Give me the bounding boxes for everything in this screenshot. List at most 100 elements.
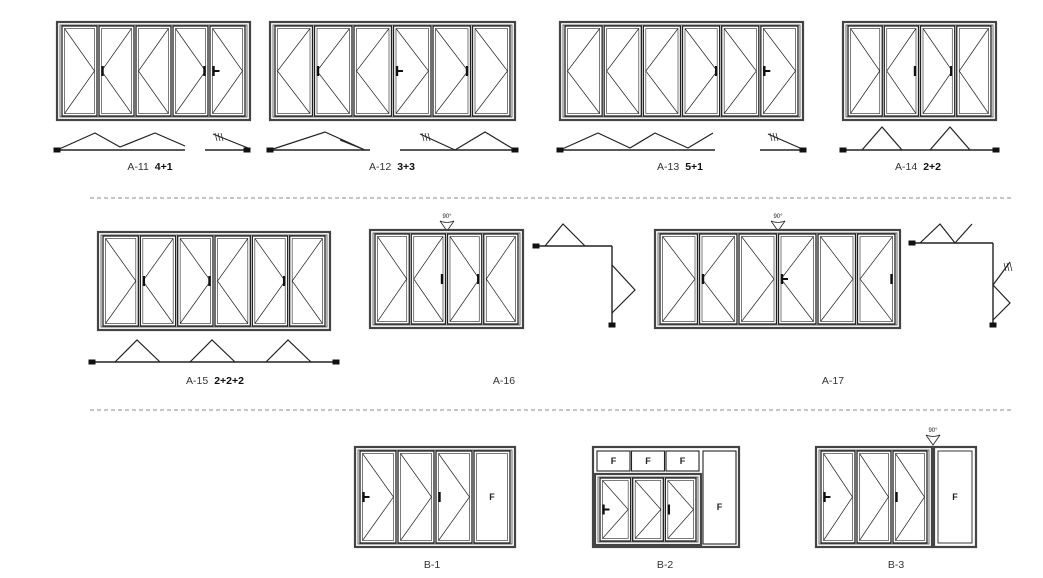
handle-icon — [714, 66, 718, 76]
door-panel — [177, 235, 214, 327]
door-panel — [435, 450, 473, 544]
panel-sash — [251, 235, 289, 327]
opening-indicator — [895, 453, 925, 541]
outer-frame — [268, 20, 517, 122]
panel-sash — [892, 450, 928, 544]
door-panel — [659, 233, 699, 325]
pivot-block — [908, 240, 916, 246]
panel-sash — [172, 25, 209, 117]
config-caption: A-16 — [493, 375, 515, 387]
config-caption: A-12 3+3 — [369, 161, 415, 173]
door-panel — [603, 25, 642, 117]
panel-sash — [289, 235, 326, 327]
handle-icon — [890, 274, 893, 284]
panel-sash — [642, 25, 682, 117]
panel-sash — [956, 25, 992, 117]
panel-glass — [476, 453, 508, 541]
opening-indicator — [105, 238, 137, 324]
outer-frame — [353, 445, 517, 549]
door-panel — [642, 25, 682, 117]
transom-panel — [596, 450, 631, 472]
door-panel — [102, 235, 139, 327]
opening-indicator — [438, 453, 470, 541]
config-combination: 3+3 — [397, 161, 415, 173]
door-panel — [760, 25, 799, 117]
config-combination: 4+1 — [155, 161, 173, 173]
inner-frame — [562, 24, 801, 118]
opening-indicator — [763, 28, 796, 114]
panel-sash — [392, 25, 432, 117]
panel-sash — [847, 25, 883, 117]
hinge-hatch — [214, 132, 218, 142]
outer-frame — [96, 230, 332, 332]
door-panel — [98, 25, 135, 117]
track-line — [189, 339, 236, 363]
pivot-block — [556, 147, 564, 153]
panel-sash — [698, 233, 738, 325]
handle-lever-icon — [603, 508, 610, 511]
panel-sash — [374, 233, 410, 325]
opening-indicator — [413, 236, 444, 322]
track-line — [114, 339, 161, 363]
outer-frame — [841, 20, 998, 122]
panel-sash — [599, 477, 632, 542]
door-panel — [410, 233, 447, 325]
inner-frame — [357, 449, 513, 545]
handle-lever-icon — [363, 496, 370, 498]
door-panel — [817, 233, 857, 325]
config-code: A-12 — [369, 161, 391, 173]
angle-label: 90° — [442, 214, 452, 220]
door-panel — [599, 477, 632, 542]
opening-indicator — [662, 236, 696, 322]
opening-indicator — [64, 28, 95, 114]
track-line — [929, 126, 971, 151]
opening-indicator — [645, 28, 679, 114]
inner-frame — [372, 232, 521, 326]
opening-indicator — [400, 453, 432, 541]
panel-sash — [435, 450, 473, 544]
config-caption: A-17 — [822, 375, 844, 387]
config-code: A-16 — [493, 375, 515, 387]
panel-sash — [760, 25, 799, 117]
pivot-block — [511, 147, 519, 153]
opening-indicator — [291, 238, 323, 324]
config-b-1: FB-1 — [353, 445, 517, 571]
handle-icon — [203, 66, 206, 76]
track-line — [544, 223, 586, 247]
door-panel — [738, 233, 778, 325]
door-panel — [446, 233, 483, 325]
panel-sash — [856, 450, 892, 544]
fixed-panel-label: F — [489, 492, 495, 502]
handle-icon — [282, 276, 286, 286]
opening-indicator — [362, 453, 394, 541]
fixed-panel-label: F — [611, 456, 617, 466]
panel-sash — [313, 25, 353, 117]
door-panel — [483, 233, 519, 325]
door-panel — [856, 233, 896, 325]
panel-sash — [139, 235, 177, 327]
opening-indicator — [395, 28, 429, 114]
door-panel — [172, 25, 209, 117]
config-caption: B-2 — [657, 559, 674, 571]
handle-lever-icon — [782, 278, 788, 280]
door-panel — [892, 450, 928, 544]
panel-sash — [883, 25, 920, 117]
panel-sash — [603, 25, 642, 117]
hinge-hatch — [220, 132, 224, 142]
door-panel — [777, 233, 817, 325]
config-a-17: 90°A-17 — [653, 214, 1013, 387]
door-panel — [392, 25, 432, 117]
inner-frame — [597, 476, 699, 543]
panel-sash — [446, 233, 483, 325]
handle-icon — [440, 274, 444, 284]
panel-sash — [856, 233, 896, 325]
opening-indicator — [823, 453, 853, 541]
door-panel — [61, 25, 98, 117]
opening-indicator — [606, 28, 640, 114]
swing-leaf — [767, 133, 801, 149]
panel-sash — [432, 25, 472, 117]
